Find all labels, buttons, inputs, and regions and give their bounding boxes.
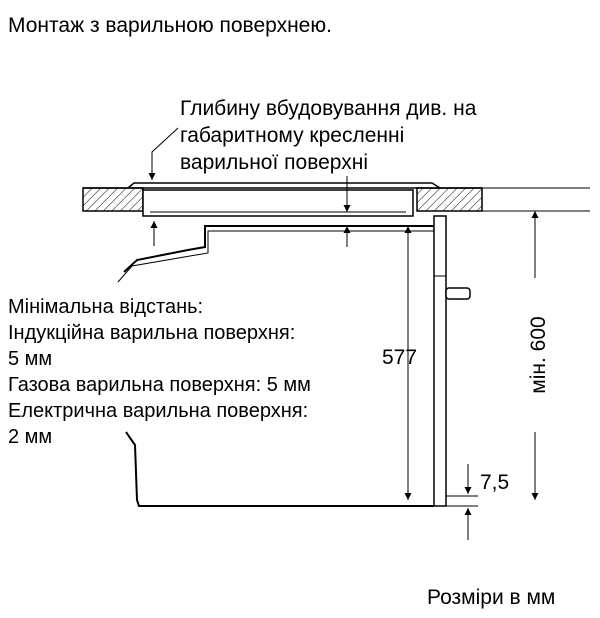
min-distance-induction: Індукційна варильна поверхня: [8, 322, 296, 344]
dimension-600-label: мін. 600 [527, 316, 550, 393]
dimension-577-label: 577 [382, 346, 417, 369]
oven-knob-icon [445, 287, 471, 300]
min-distance-gas: Газова варильна поверхня: 5 мм [8, 374, 311, 396]
dimension-7-5-label: 7,5 [480, 471, 509, 494]
oven-top-inner [117, 230, 434, 283]
min-distance-electric: Електрична варильна поверхня: [8, 400, 309, 422]
min-distance-note: Мінімальна відстань: Індукційна варильна… [8, 294, 311, 450]
units-note: Розміри в мм [427, 586, 556, 609]
depth-note-line-3: варильної поверхні [180, 151, 369, 174]
min-distance-electric-value: 2 мм [8, 426, 53, 448]
depth-note-leader [148, 127, 179, 180]
depth-note-line-1: Глибину вбудовування див. на [180, 97, 477, 120]
worktop-right [416, 187, 483, 212]
hob-top-plate [127, 182, 441, 189]
oven-top-outline [123, 220, 439, 273]
oven-bottom-outline [125, 431, 434, 507]
oven-front-panel [433, 215, 447, 507]
depth-note: Глибину вбудовування див. на габаритному… [180, 95, 476, 176]
min-distance-induction-value: 5 мм [8, 348, 53, 370]
depth-note-line-2: габаритному кресленні [180, 124, 405, 147]
diagram-title: Монтаж з варильною поверхнею. [8, 14, 332, 37]
min-distance-heading: Мінімальна відстань: [8, 296, 204, 318]
worktop-left [82, 187, 144, 212]
